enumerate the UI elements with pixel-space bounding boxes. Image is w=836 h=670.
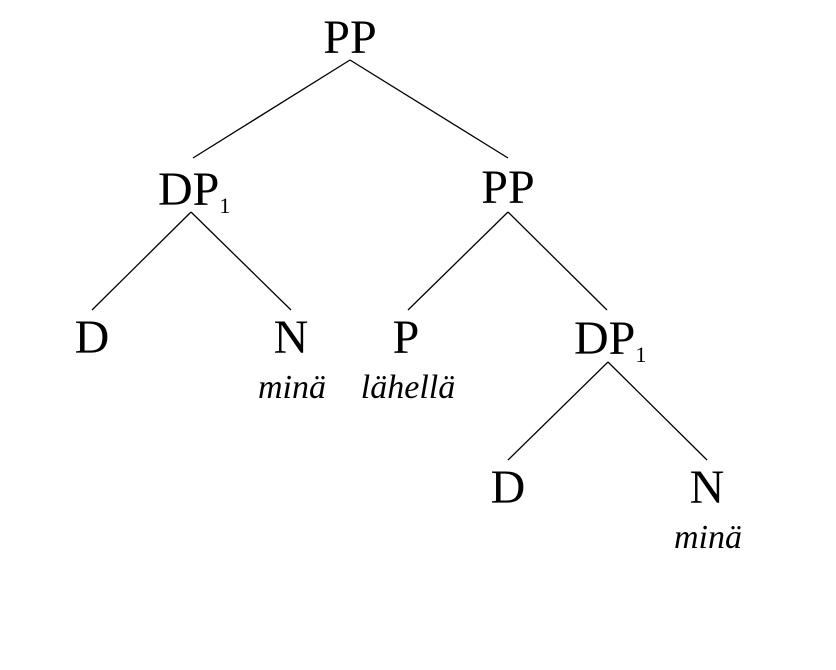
branch-pp-right-to-dp-right xyxy=(507,211,608,311)
node-d-right: D xyxy=(491,461,526,514)
node-root-pp: PP xyxy=(323,11,376,64)
node-dp-left-label: DP xyxy=(158,163,219,216)
branch-root-to-dp-left xyxy=(192,59,351,159)
branch-dp-right-to-d xyxy=(507,361,609,461)
node-dp-right: DP1 xyxy=(574,312,646,367)
word-mina-left: minä xyxy=(258,369,326,406)
node-d-left: D xyxy=(75,311,110,364)
node-dp-right-subscript: 1 xyxy=(635,342,646,367)
word-mina-right: minä xyxy=(674,519,742,556)
branch-dp-left-to-d xyxy=(91,211,192,311)
node-dp-left: DP1 xyxy=(158,163,230,218)
node-p: P xyxy=(393,311,420,364)
branch-dp-right-to-n xyxy=(607,361,708,461)
branch-root-to-pp-right xyxy=(349,59,509,159)
branch-dp-left-to-n xyxy=(190,211,292,311)
word-lahella: lähellä xyxy=(361,369,455,406)
node-dp-right-label: DP xyxy=(574,312,635,365)
node-dp-left-subscript: 1 xyxy=(219,193,230,218)
branch-pp-right-to-p xyxy=(407,211,509,311)
node-n-left: N xyxy=(274,311,309,364)
node-pp-right: PP xyxy=(481,161,534,214)
node-n-right: N xyxy=(690,461,725,514)
